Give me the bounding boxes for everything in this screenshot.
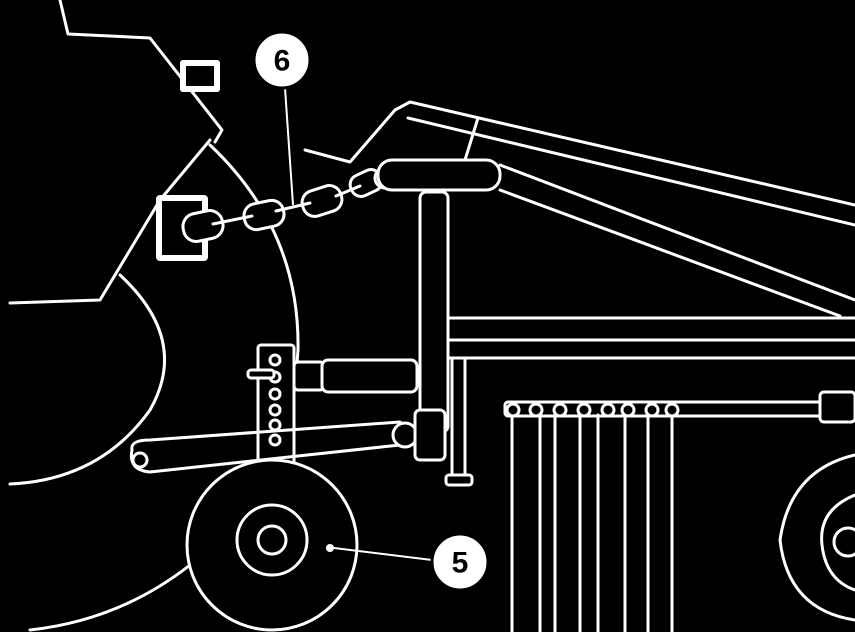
callout-5: 5 — [430, 532, 490, 592]
callout-6-label: 6 — [274, 45, 291, 78]
pivot-tube — [376, 158, 502, 192]
upper-frame — [303, 100, 855, 318]
callout-5-label: 5 — [452, 547, 469, 580]
wheel-arm — [129, 408, 447, 474]
gauge-wheel — [185, 458, 433, 632]
right-tire — [778, 453, 855, 622]
chain — [181, 166, 397, 243]
tines — [503, 390, 855, 632]
callout-6: 6 — [252, 30, 312, 206]
height-adjust-bracket — [246, 343, 419, 467]
vertical-post — [418, 190, 855, 487]
